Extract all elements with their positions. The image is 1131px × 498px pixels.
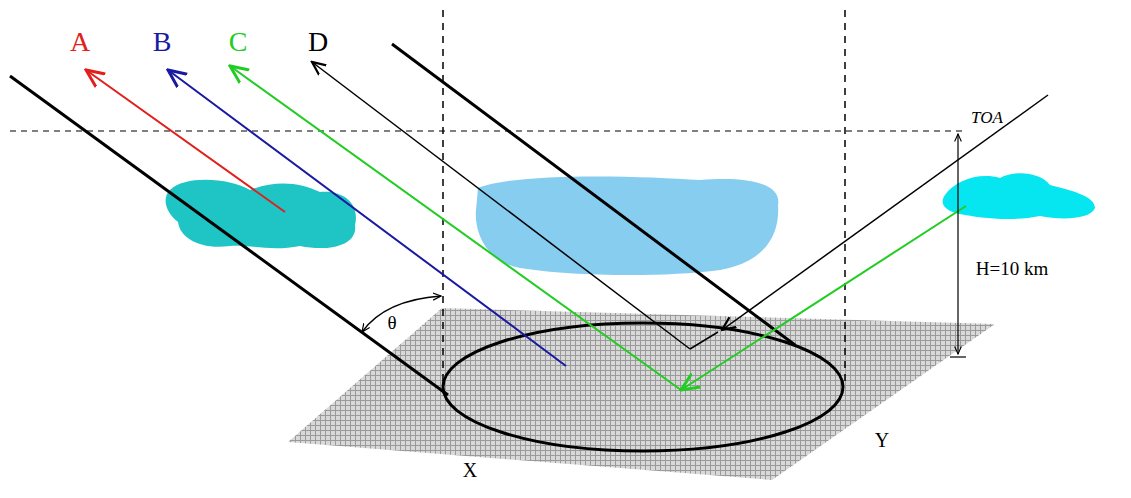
vertical-dashed-line	[844, 10, 846, 385]
footprint-ellipse	[443, 323, 843, 451]
height-dimension	[957, 134, 958, 354]
vertical-dashed-line	[442, 10, 444, 385]
cloud	[166, 180, 356, 248]
cloud	[476, 176, 779, 275]
cloud	[943, 173, 1095, 219]
axis-label: X	[463, 460, 477, 480]
ground-plane	[288, 308, 995, 480]
ray-d-incoming	[690, 332, 718, 349]
ray-b	[168, 70, 566, 366]
ray-label: B	[153, 28, 172, 56]
axis-label: Y	[875, 430, 889, 450]
dimension-label: H=10 km	[976, 259, 1048, 278]
dimension-tick	[950, 356, 966, 357]
ray-c-incoming	[681, 206, 966, 390]
toa-line	[10, 130, 962, 131]
angle-label: θ	[387, 313, 396, 332]
level-label: TOA	[971, 109, 1003, 126]
angle-arc	[362, 296, 441, 332]
ray-c	[230, 66, 681, 390]
field-of-view-line	[10, 76, 448, 395]
ray-label: A	[70, 28, 90, 56]
ray-label: D	[308, 28, 328, 56]
ray-a	[86, 70, 285, 212]
ray-d-incoming	[722, 95, 1048, 330]
ray-label: C	[229, 28, 248, 56]
ray-d	[312, 62, 690, 349]
field-of-view-line	[392, 44, 795, 345]
